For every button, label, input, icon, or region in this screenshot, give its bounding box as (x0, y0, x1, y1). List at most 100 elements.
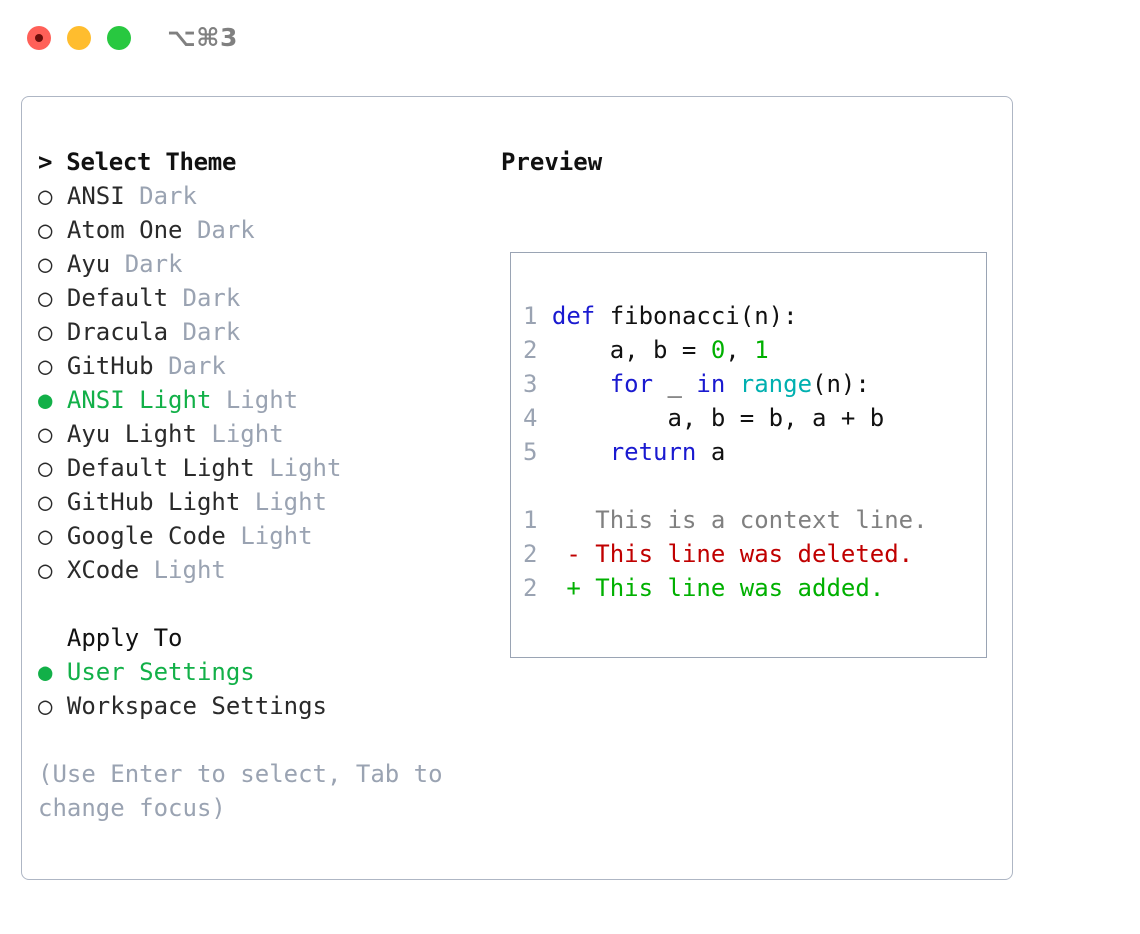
theme-option-dracula[interactable]: ○ Dracula Dark (38, 315, 478, 349)
spacer (125, 182, 139, 210)
radio-selected-icon: ● (38, 386, 53, 414)
traffic-light-group (27, 26, 131, 50)
help-hint-text: (Use Enter to select, Tab to change focu… (38, 760, 443, 822)
code-token-txt: fibonacci(n): (595, 302, 798, 330)
theme-option-ansi[interactable]: ○ ANSI Dark (38, 179, 478, 213)
diff-lines: 1 This is a context line.2 - This line w… (523, 503, 983, 605)
maximize-window-icon[interactable] (107, 26, 131, 50)
diff-line-del: 2 - This line was deleted. (523, 537, 983, 571)
theme-option-variant: Light (240, 522, 313, 550)
radio-unselected-icon: ○ (38, 692, 53, 720)
theme-option-google-code[interactable]: ○ Google Code Light (38, 519, 478, 553)
apply-to-option-user-settings[interactable]: ● User Settings (38, 655, 478, 689)
preview-column: Preview 1 def fibonacci(n):2 a, b = 0, 1… (501, 145, 1001, 658)
spacer (110, 250, 124, 278)
diff-line-ctx: 1 This is a context line. (523, 503, 983, 537)
diff-line-text: This line was added. (595, 574, 885, 602)
code-line-number: 5 (523, 438, 538, 466)
radio-unselected-icon: ○ (38, 420, 53, 448)
theme-option-ayu[interactable]: ○ Ayu Dark (38, 247, 478, 281)
code-token-txt (552, 438, 610, 466)
theme-option-name: Default (66, 284, 169, 312)
radio-unselected-icon: ○ (38, 318, 53, 346)
theme-option-variant: Dark (182, 284, 241, 312)
keyboard-shortcut-label: ⌥⌘3 (167, 23, 238, 52)
theme-option-ansi-light[interactable]: ● ANSI Light Light (38, 383, 478, 417)
radio-unselected-icon: ○ (38, 522, 53, 550)
code-token-kw: return (609, 438, 697, 466)
diff-line-text: This line was deleted. (595, 540, 914, 568)
spacer (537, 370, 551, 398)
theme-option-github[interactable]: ○ GitHub Dark (38, 349, 478, 383)
spacer (52, 454, 66, 482)
theme-option-variant: Dark (139, 182, 197, 210)
theme-list-heading: > Select Theme (38, 148, 237, 176)
code-token-txt (552, 370, 610, 398)
apply-to-option-workspace-settings[interactable]: ○ Workspace Settings (38, 689, 478, 723)
spacer (52, 182, 66, 210)
spacer (139, 556, 153, 584)
theme-option-name: Default Light (66, 454, 255, 482)
diff-line-number: 1 (523, 506, 538, 534)
theme-option-ayu-light[interactable]: ○ Ayu Light Light (38, 417, 478, 451)
code-line: 3 for _ in range(n): (523, 367, 983, 401)
code-token-num: 0 (710, 336, 726, 364)
theme-option-atom-one[interactable]: ○ Atom One Dark (38, 213, 478, 247)
preview-heading: Preview (501, 148, 603, 176)
apply-to-option-label: User Settings (66, 658, 255, 686)
main-panel: > Select Theme ○ ANSI Dark○ Atom One Dar… (21, 96, 1013, 880)
diff-line-number: 2 (523, 540, 538, 568)
spacer (52, 250, 66, 278)
radio-unselected-icon: ○ (38, 284, 53, 312)
theme-option-variant: Dark (196, 216, 255, 244)
close-window-icon[interactable] (27, 26, 51, 50)
spacer (581, 574, 595, 602)
theme-option-name: XCode (66, 556, 140, 584)
spacer (168, 318, 182, 346)
theme-option-name: Atom One (66, 216, 183, 244)
theme-option-variant: Dark (182, 318, 241, 346)
spacer (52, 216, 66, 244)
spacer (537, 336, 551, 364)
code-token-txt: (n): (812, 370, 870, 398)
theme-option-name: GitHub (66, 352, 154, 380)
code-token-num: 1 (754, 336, 769, 364)
diff-line-add: 2 + This line was added. (523, 571, 983, 605)
theme-option-name: Ayu (66, 250, 111, 278)
spacer (52, 692, 66, 720)
theme-option-variant: Dark (124, 250, 183, 278)
theme-option-name: ANSI (66, 182, 125, 210)
code-token-txt: _ (653, 370, 697, 398)
theme-option-name: Google Code (66, 522, 226, 550)
spacer (52, 488, 66, 516)
spacer (52, 658, 66, 686)
theme-option-default[interactable]: ○ Default Dark (38, 281, 478, 315)
code-line-number: 2 (523, 336, 538, 364)
spacer (581, 506, 595, 534)
minimize-window-icon[interactable] (67, 26, 91, 50)
theme-list: ○ ANSI Dark○ Atom One Dark○ Ayu Dark○ De… (38, 179, 478, 587)
spacer (52, 284, 66, 312)
spacer (52, 318, 66, 346)
spacer (183, 216, 197, 244)
spacer (211, 386, 225, 414)
spacer (581, 540, 595, 568)
theme-option-github-light[interactable]: ○ GitHub Light Light (38, 485, 478, 519)
spacer (52, 556, 66, 584)
theme-option-name: GitHub Light (66, 488, 241, 516)
radio-selected-icon: ● (38, 658, 53, 686)
theme-option-variant: Light (211, 420, 284, 448)
spacer (168, 284, 182, 312)
apply-to-options: ● User Settings○ Workspace Settings (38, 655, 478, 723)
spacer (537, 540, 566, 568)
code-token-kw: in (696, 370, 726, 398)
spacer (537, 506, 566, 534)
theme-option-default-light[interactable]: ○ Default Light Light (38, 451, 478, 485)
apply-to-heading: Apply To (38, 624, 183, 652)
theme-option-xcode[interactable]: ○ XCode Light (38, 553, 478, 587)
diff-sign: - (566, 540, 581, 568)
spacer (52, 352, 66, 380)
radio-unselected-icon: ○ (38, 216, 53, 244)
code-token-txt (725, 370, 739, 398)
